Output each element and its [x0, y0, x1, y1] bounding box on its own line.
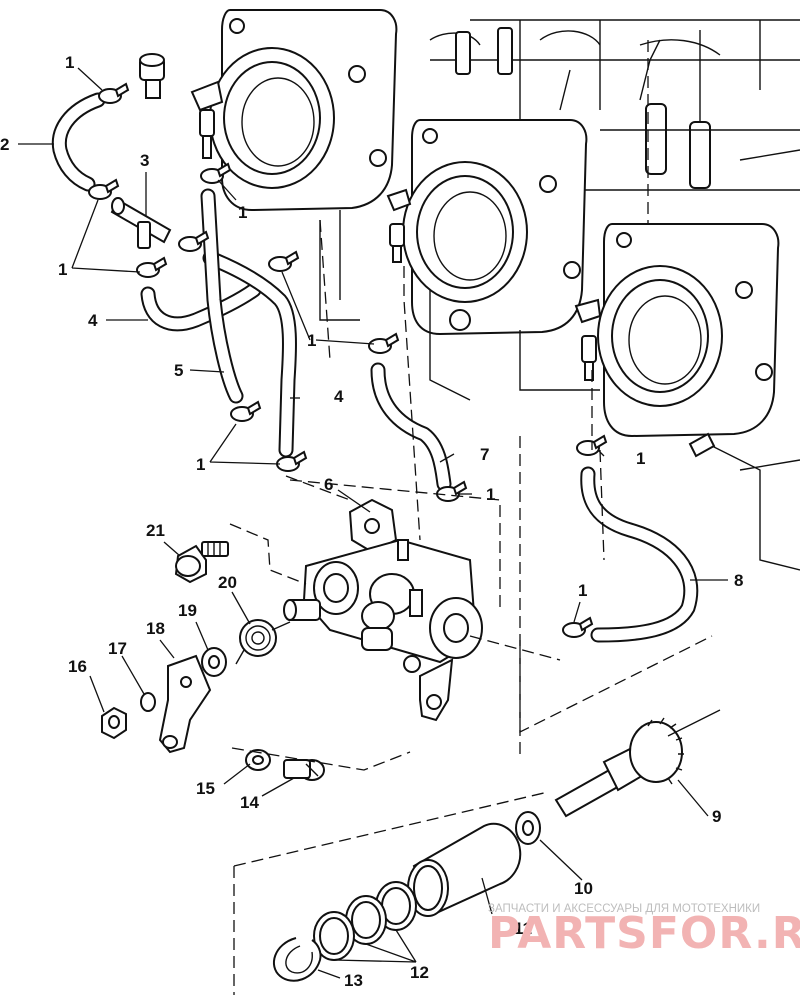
screw-14: [283, 759, 325, 781]
nut-16: [101, 706, 127, 740]
crankcase-studs: [455, 27, 711, 189]
callout-15: 15: [196, 779, 215, 798]
callout-7: 7: [480, 445, 489, 464]
cylinder-intake-2: [319, 119, 588, 336]
callout-1-c: 1: [58, 260, 67, 279]
washer-19: [201, 647, 227, 677]
seals-12: [313, 881, 417, 961]
impulse-fittings: [190, 80, 716, 458]
washer-10: [515, 811, 541, 845]
callout-1-a: 1: [65, 53, 74, 72]
watermark-tagline: ЗАПЧАСТИ И АКСЕССУАРЫ ДЛЯ МОТОТЕХНИКИ: [488, 903, 760, 915]
callout-1-f: 1: [636, 449, 645, 468]
callout-1-d: 1: [307, 331, 316, 350]
callout-5: 5: [174, 361, 183, 380]
callout-8: 8: [734, 571, 743, 590]
assembly-boundaries: [229, 219, 713, 995]
watermark-brand: PARTSFOR.RU: [488, 908, 800, 959]
elbow-fitting: [139, 53, 165, 99]
snap-ring-13: [272, 937, 322, 982]
callout-3: 3: [140, 151, 149, 170]
callout-16: 16: [68, 657, 87, 676]
callout-1-b: 1: [238, 203, 247, 222]
callout-4-b: 4: [334, 387, 344, 406]
washer-15: [245, 749, 271, 771]
watermark: ЗАПЧАСТИ И АКСЕССУАРЫ ДЛЯ МОТОТЕХНИКИ PA…: [488, 903, 800, 959]
engine-crankcase: [429, 19, 800, 380]
cylinder-intake-3: [429, 223, 800, 571]
bushing-11: [407, 822, 522, 917]
hose-clamps: [88, 82, 608, 638]
tee-fitting: [110, 197, 172, 249]
cylinder-intake-1: [209, 9, 398, 212]
callout-12: 12: [410, 963, 429, 982]
callout-14: 14: [240, 793, 259, 812]
callout-19: 19: [178, 601, 197, 620]
callout-20: 20: [218, 573, 237, 592]
control-arm-18: [158, 654, 212, 754]
spring-20: [235, 619, 291, 665]
callout-1-h: 1: [578, 581, 587, 600]
bleed-screw-21: [174, 541, 229, 584]
leader-lines: [18, 67, 728, 979]
callout-11: 11: [514, 919, 532, 938]
callout-6: 6: [324, 475, 333, 494]
callout-18: 18: [146, 619, 165, 638]
callout-17: 17: [108, 639, 127, 658]
drive-gear-9: [554, 709, 721, 818]
oil-lines: [51, 92, 699, 643]
oil-pump: [283, 498, 483, 722]
callout-2: 2: [0, 135, 9, 154]
washer-17: [140, 692, 156, 712]
callout-1-e: 1: [196, 455, 205, 474]
callout-numbers: 1 2 3 1 1 4 1 5 4 1 7 1 6 1 21 8 20 1 19…: [0, 53, 743, 990]
callout-1-g: 1: [486, 485, 495, 504]
callout-4-a: 4: [88, 311, 98, 330]
callout-21: 21: [146, 521, 165, 540]
callout-13: 13: [344, 971, 363, 990]
callout-10: 10: [574, 879, 593, 898]
callout-9: 9: [712, 807, 721, 826]
